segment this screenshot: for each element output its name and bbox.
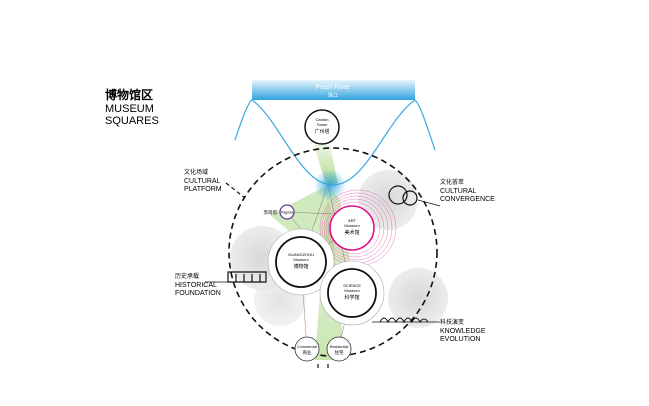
title-en: SQUARES bbox=[105, 115, 159, 127]
gz-museum-node bbox=[275, 236, 327, 288]
tower-label: Tower bbox=[317, 122, 328, 127]
residential-label: Residential bbox=[330, 345, 349, 349]
river-label-cn: 珠江 bbox=[328, 92, 338, 99]
science-label-cn: 科学馆 bbox=[344, 294, 359, 301]
art-museum-node bbox=[329, 205, 375, 251]
pagoda-node bbox=[279, 204, 295, 220]
platform-label-cn: 文化场域 bbox=[184, 168, 208, 176]
science-museum-node bbox=[327, 268, 377, 318]
knowledge-icon bbox=[372, 317, 440, 324]
platform-label: CULTURAL bbox=[184, 178, 221, 185]
knowledge-label: KNOWLEDGE bbox=[440, 328, 486, 335]
commercial-label-cn: 商业 bbox=[303, 349, 312, 356]
pagoda-label-cn: 赤岗塔 bbox=[264, 209, 278, 216]
commercial-label: Commercial bbox=[297, 345, 317, 349]
title-cn: 博物馆区 bbox=[105, 87, 153, 102]
convergence-label-cn: 文化荟萃 bbox=[440, 178, 464, 186]
commercial-node bbox=[294, 336, 320, 362]
science-label: SCIENCE bbox=[343, 283, 361, 288]
river-label-en: Pearl River bbox=[316, 84, 351, 91]
pearl-river bbox=[252, 80, 415, 100]
platform-label: PLATFORM bbox=[184, 186, 222, 193]
gz-label: GUANGZHOU bbox=[288, 252, 314, 257]
art-label: Museum bbox=[344, 223, 360, 228]
residential-node bbox=[326, 336, 352, 362]
exit-ticks bbox=[317, 364, 329, 368]
historical-label: FOUNDATION bbox=[175, 290, 221, 297]
river-glow bbox=[314, 169, 346, 201]
convergence-label: CONVERGENCE bbox=[440, 196, 495, 203]
tower-label: Canton bbox=[316, 117, 329, 122]
art-label-cn: 美术馆 bbox=[344, 229, 359, 236]
canton-tower-node bbox=[304, 109, 340, 145]
convergence-icon bbox=[388, 185, 441, 207]
art-label: ART bbox=[348, 218, 356, 223]
platform-leader bbox=[225, 182, 246, 199]
pagoda-label: Pagoda bbox=[281, 211, 293, 215]
convergence-label: CULTURAL bbox=[440, 188, 477, 195]
grey-zone bbox=[358, 170, 418, 230]
knowledge-label: EVOLUTION bbox=[440, 336, 480, 343]
knowledge-label-cn: 科技演变 bbox=[440, 318, 464, 326]
gz-label-cn: 博物馆 bbox=[293, 263, 308, 270]
historical-label-cn: 历史承载 bbox=[175, 272, 199, 280]
residential-label-cn: 住宅 bbox=[335, 349, 344, 355]
gz-label: Museum bbox=[293, 257, 309, 262]
historical-label: HISTORICAL bbox=[175, 282, 217, 289]
historical-icon bbox=[205, 271, 267, 283]
river-curve-ext bbox=[234, 99, 436, 151]
title-en: MUSEUM bbox=[105, 103, 154, 115]
tower-label-cn: 广州塔 bbox=[314, 128, 329, 135]
science-label: Museum bbox=[344, 288, 360, 293]
